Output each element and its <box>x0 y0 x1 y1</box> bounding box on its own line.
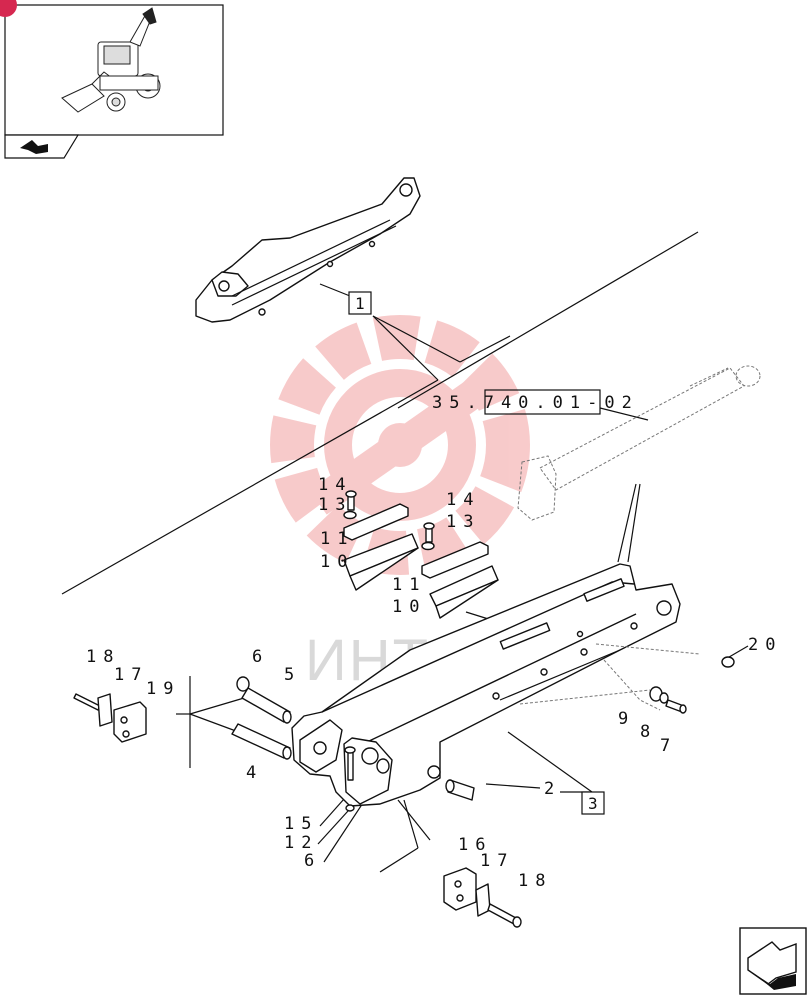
callout-17-left: 17 <box>114 665 148 685</box>
callout-2: 2 <box>544 779 561 799</box>
callout-6-bottom: 6 <box>304 851 321 871</box>
next-page-arrow-icon <box>747 941 797 990</box>
callout-19: 19 <box>146 679 180 699</box>
diagram-reference-label[interactable]: 35.740.01-02 <box>432 389 639 415</box>
svg-text:1: 1 <box>355 294 365 313</box>
next-page-button[interactable] <box>739 927 807 995</box>
washer-part-12[interactable] <box>345 804 355 812</box>
callout-13-lower: 13 <box>446 512 480 532</box>
callout-11-lower: 11 <box>392 575 426 595</box>
bushing-part-6-bottom[interactable] <box>376 758 390 774</box>
pin-part-5[interactable] <box>241 687 292 724</box>
callout-17-right: 17 <box>480 851 514 871</box>
bolt-part-15[interactable] <box>344 746 356 781</box>
ref-box-1[interactable]: 1 <box>348 291 372 315</box>
thumbnail-panel[interactable] <box>0 0 224 159</box>
return-arrow-icon[interactable] <box>20 140 48 154</box>
callout-14-upper: 14 <box>318 475 352 495</box>
callout-8: 8 <box>640 722 657 742</box>
boom-part-3[interactable] <box>291 563 701 807</box>
bushing-part-2[interactable] <box>445 779 475 801</box>
callout-15: 15 <box>284 814 318 834</box>
callout-20: 20 <box>748 635 782 655</box>
callout-18-right: 18 <box>518 871 552 891</box>
hydraulic-cylinder-ghost <box>517 365 761 521</box>
callout-7: 7 <box>660 736 677 756</box>
wear-pad-set-upper[interactable] <box>343 490 419 591</box>
pin-part-4[interactable] <box>231 723 292 760</box>
ref-box-3[interactable]: 3 <box>581 791 605 815</box>
callout-16: 16 <box>458 835 492 855</box>
bolt-washer-parts-7-8-9[interactable] <box>649 686 687 714</box>
diagram-reference-text: 35.740.01-02 <box>432 393 639 413</box>
wear-pad-set-lower[interactable] <box>421 522 499 619</box>
callout-10-upper: 10 <box>320 552 354 572</box>
svg-text:3: 3 <box>588 794 598 813</box>
guide-lines <box>61 231 699 595</box>
callout-13-upper: 13 <box>318 495 352 515</box>
callout-18-left: 18 <box>86 647 120 667</box>
callout-4: 4 <box>246 763 263 783</box>
plug-part-20[interactable] <box>721 656 735 668</box>
callout-5: 5 <box>284 665 301 685</box>
callout-14-lower: 14 <box>446 490 480 510</box>
callout-6-top: 6 <box>252 647 269 667</box>
callout-11-upper: 11 <box>320 529 354 549</box>
machine-thumbnail-icon <box>61 7 161 113</box>
callout-10-lower: 10 <box>392 597 426 617</box>
callout-9: 9 <box>618 709 635 729</box>
boom-assembly-part-1[interactable] <box>195 177 421 323</box>
clamp-left-parts-17-18-19[interactable] <box>73 693 147 743</box>
bushing-part-6-top[interactable] <box>236 676 250 692</box>
part-callouts: 2 4 5 6 6 7 8 9 10 10 11 11 12 13 13 14 … <box>86 475 782 891</box>
clamp-right-parts-16-17-18[interactable] <box>443 867 522 928</box>
callout-12: 12 <box>284 833 318 853</box>
